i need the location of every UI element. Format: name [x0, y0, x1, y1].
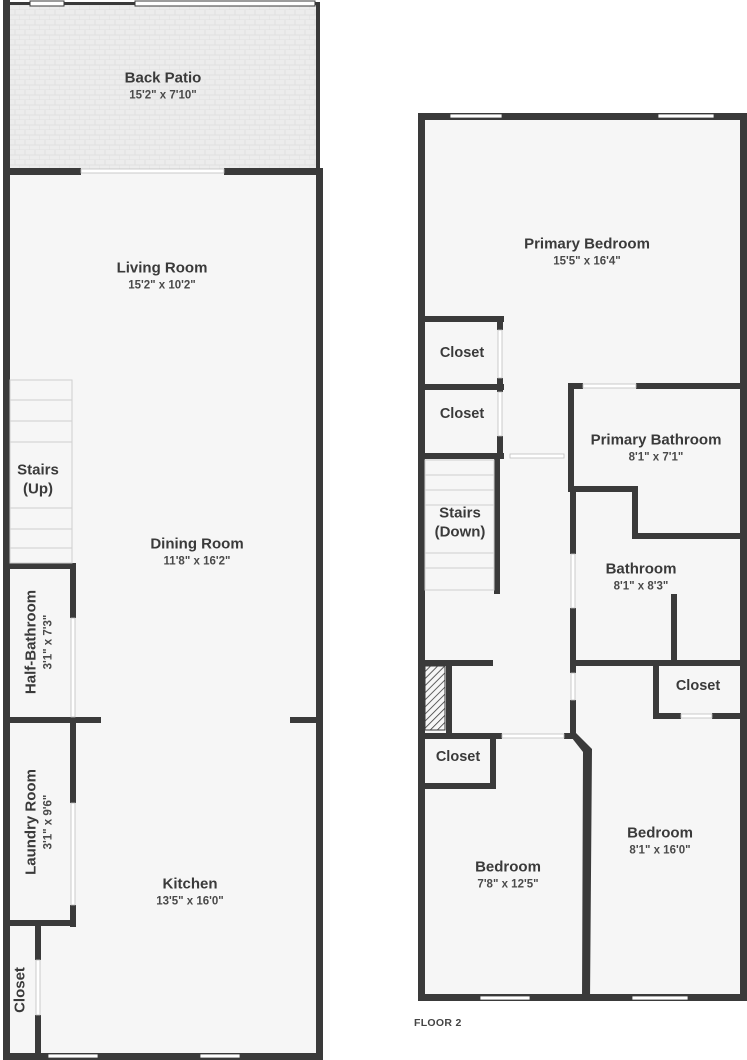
room-name: Closet: [675, 677, 721, 694]
closet-b-label: Closet: [440, 405, 484, 423]
living-room-label: Living Room 15'2" x 10'2": [117, 259, 208, 292]
floor-1: [3, 0, 323, 1060]
kitchen-window: [199, 1053, 241, 1059]
room-sub: (Up): [22, 480, 53, 497]
primary-bedroom-label: Primary Bedroom 15'5" x 16'4": [524, 235, 650, 268]
floor2-doors: [497, 329, 713, 739]
room-name: Closet: [439, 344, 485, 361]
room-name: Kitchen: [162, 875, 218, 893]
room-dims: 11'8" x 16'2": [163, 555, 231, 568]
laundry-room-label: Laundry Room 3'1" x 9'6": [22, 769, 55, 875]
room-name: Half-Bathroom: [22, 589, 40, 695]
room-name: Bathroom: [605, 560, 677, 578]
bedroom-right-label: Bedroom 8'1" x 16'0": [627, 824, 693, 857]
laundry-door: [70, 802, 76, 906]
room-name: Bedroom: [627, 824, 693, 842]
room-name: Stairs: [17, 461, 59, 479]
floor-2: [418, 113, 747, 1001]
patio-top-window: [29, 0, 65, 7]
kitchen-label: Kitchen 13'5" x 16'0": [156, 875, 224, 908]
closet-c-label: Closet: [676, 677, 720, 695]
floor-label: FLOOR 2: [414, 1017, 462, 1029]
room-name: Living Room: [116, 259, 208, 277]
room-dims: 8'1" x 7'1": [628, 451, 684, 464]
stairs-down-label: Stairs (Down): [435, 504, 486, 542]
room-name: Closet: [11, 967, 29, 1013]
back-patio-floor: [8, 3, 316, 170]
room-dims: 15'2" x 7'10": [129, 89, 197, 102]
room-dims: 7'8" x 12'5": [477, 878, 539, 891]
room-name: Closet: [439, 405, 485, 422]
closet-f1-door: [35, 959, 41, 1016]
bathroom-label: Bathroom 8'1" x 8'3": [606, 560, 677, 593]
stairs-up-label: Stairs (Up): [17, 461, 59, 499]
kitchen-window: [47, 1053, 99, 1059]
floor1-floor: [8, 172, 319, 1055]
room-dims: 3'1" x 9'6": [42, 794, 55, 850]
floor2-windows: [449, 113, 715, 1001]
room-dims: 3'1" x 7'3": [42, 614, 55, 670]
half-bathroom-label: Half-Bathroom 3'1" x 7'3": [22, 590, 55, 694]
floor1-walls: [3, 0, 323, 1060]
closet-a-label: Closet: [440, 344, 484, 362]
closet-f1-label: Closet: [12, 967, 31, 1013]
stairs-down-treads: [424, 459, 495, 591]
room-name: Laundry Room: [22, 769, 40, 875]
bedroom-left-label: Bedroom 7'8" x 12'5": [475, 858, 541, 891]
closet-d-label: Closet: [436, 748, 480, 766]
room-dims: 15'5" x 16'4": [553, 255, 621, 268]
room-dims: 8'1" x 8'3": [613, 580, 669, 593]
room-name: Closet: [435, 748, 481, 765]
room-name: Stairs: [439, 504, 481, 522]
patio-door-opening: [80, 168, 225, 174]
room-name: Bedroom: [475, 858, 541, 876]
primary-bathroom-label: Primary Bathroom 8'1" x 7'1": [591, 431, 722, 464]
room-sub: (Down): [434, 523, 486, 540]
back-patio-label: Back Patio 15'2" x 7'10": [125, 69, 202, 102]
floor2-floor: [424, 119, 740, 995]
floor2-walls: [418, 113, 747, 1001]
room-name: Primary Bathroom: [590, 431, 722, 449]
room-name: Back Patio: [124, 69, 202, 87]
stairs-up-treads: [9, 379, 73, 564]
room-name: Dining Room: [150, 535, 244, 553]
room-dims: 15'2" x 10'2": [128, 279, 196, 292]
room-dims: 8'1" x 16'0": [629, 844, 691, 857]
patio-top-window: [134, 0, 316, 7]
half-bath-door: [70, 617, 76, 718]
room-dims: 13'5" x 16'0": [156, 895, 224, 908]
linen-shaft: [424, 665, 446, 731]
dining-room-label: Dining Room 11'8" x 16'2": [150, 535, 243, 568]
room-name: Primary Bedroom: [524, 235, 650, 253]
